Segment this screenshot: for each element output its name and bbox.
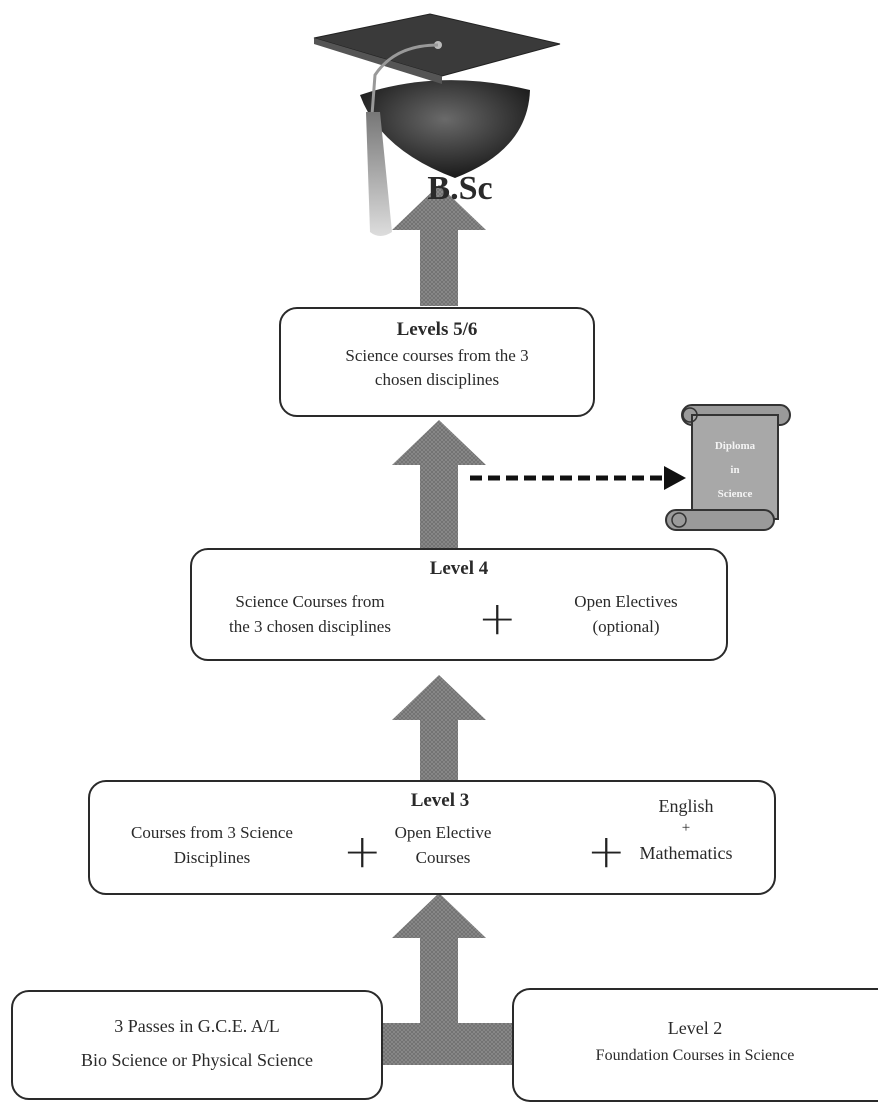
- level-4-left-line2: the 3 chosen disciplines: [229, 617, 391, 636]
- diploma-line2: in: [730, 464, 740, 476]
- arrow-level3-to-level4: [392, 675, 486, 780]
- level-4-title: Level 4: [429, 558, 489, 579]
- diploma-line1: Diploma: [714, 440, 756, 452]
- levels-5-6-box: [279, 307, 595, 417]
- level-2-line2: Foundation Courses in Science: [595, 1047, 795, 1064]
- level-3-mid-line2: Courses: [415, 848, 471, 867]
- level-3-left-line1: Courses from 3 Science: [131, 823, 293, 842]
- levels-5-6-line1: Science courses from the 3: [345, 346, 529, 365]
- bsc-label: B.Sc: [427, 170, 493, 207]
- diploma-scroll-icon: [665, 404, 791, 531]
- level-3-left-line2: Disciplines: [173, 848, 251, 867]
- level-2-box: [512, 988, 878, 1102]
- level-3-right-line2: +: [681, 820, 691, 836]
- level-4-plus: +: [478, 591, 517, 645]
- level-4-right-line1: Open Electives: [574, 592, 678, 611]
- arrow-level4-to-levels56: [392, 420, 486, 550]
- entry-line1: 3 Passes in G.C.E. A/L: [114, 1016, 280, 1036]
- graduation-cap-icon: [313, 13, 561, 236]
- entry-line2: Bio Science or Physical Science: [81, 1050, 313, 1070]
- dashed-arrow-to-diploma: [470, 466, 686, 490]
- level-4-left-line1: Science Courses from: [235, 592, 385, 611]
- level-3-plus-1: +: [343, 824, 382, 878]
- entry-qualification-box: [11, 990, 383, 1100]
- level-3-right-line3: Mathematics: [639, 843, 733, 863]
- level-3-plus-2: +: [587, 824, 626, 878]
- level-4-right-line2: (optional): [592, 617, 660, 636]
- level-3-title: Level 3: [410, 790, 470, 811]
- level-2-line1: Level 2: [667, 1018, 723, 1038]
- level-3-mid-line1: Open Elective: [394, 823, 492, 842]
- arrow-levels56-to-bsc: [392, 185, 486, 306]
- diploma-line3: Science: [717, 488, 753, 500]
- arrow-entry-to-level3: [382, 893, 514, 1065]
- levels-5-6-title: Levels 5/6: [396, 319, 478, 340]
- level-3-box: [88, 780, 776, 895]
- levels-5-6-line2: chosen disciplines: [374, 370, 500, 389]
- level-4-box: [190, 548, 728, 661]
- level-3-right-line1: English: [658, 796, 714, 816]
